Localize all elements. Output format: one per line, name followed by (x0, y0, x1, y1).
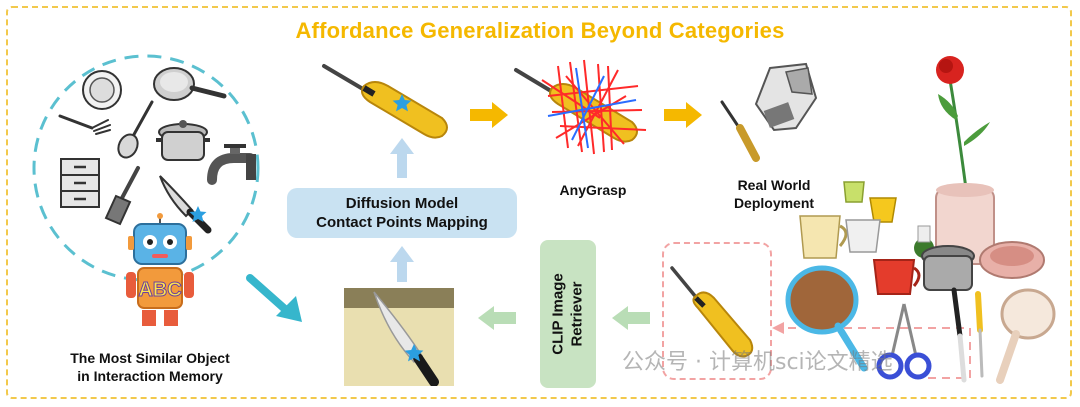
clip-label-line2: Retriever (569, 281, 587, 347)
screwdriver-icon (670, 266, 754, 358)
arrow-icon (390, 138, 414, 178)
deployment-label-line1: Real World (737, 177, 811, 193)
query-object-box (662, 242, 772, 380)
diffusion-label-line2: Contact Points Mapping (316, 214, 488, 231)
arrow-icon (478, 306, 516, 330)
watermark: 公众号 · 计算机sci论文精选 (622, 350, 893, 375)
diffusion-model-box: Diffusion Model Contact Points Mapping (287, 188, 517, 238)
cup-icon (799, 181, 897, 259)
plate-icon (82, 70, 122, 110)
knife-photo (344, 288, 454, 386)
outer-frame (6, 6, 1072, 399)
arrow-icon (246, 274, 302, 322)
spoon-icon (117, 100, 154, 159)
faucet-icon (207, 144, 256, 185)
kettle-icon (872, 259, 921, 295)
kettle-icon (914, 183, 1045, 279)
grasp-lines-icon (514, 59, 647, 155)
scissors-icon (876, 303, 932, 380)
arrow-icon (664, 102, 702, 128)
knife-icon (159, 175, 212, 234)
memory-label: The Most Similar Object in Interaction M… (30, 349, 270, 385)
arrow-icon (470, 102, 508, 128)
pan-icon (996, 288, 1056, 384)
brush-icon (104, 166, 140, 226)
pan-icon (153, 67, 227, 101)
star-icon (392, 94, 412, 112)
arrow-icon (390, 246, 414, 282)
star-icon (404, 344, 424, 362)
swatter-icon (785, 265, 868, 372)
knife-icon (951, 287, 984, 383)
memory-label-line2: in Interaction Memory (77, 368, 223, 384)
cabinet-icon (60, 158, 100, 208)
diffusion-label-line1: Diffusion Model (345, 195, 459, 212)
deployment-label-line2: Deployment (733, 195, 815, 211)
query-connector (772, 322, 971, 379)
robot-icon: ABC (126, 213, 194, 326)
robot-chest-text: ABC (138, 279, 181, 301)
arrow-icon (612, 306, 650, 330)
screwdriver-icon (322, 64, 448, 139)
interaction-memory-circle (32, 54, 260, 282)
star-icon (189, 206, 207, 222)
anygrasp-label: AnyGrasp (559, 182, 627, 198)
pot-icon (156, 120, 210, 161)
pot-icon (921, 245, 975, 291)
clip-retriever-box: CLIP Image Retriever (540, 240, 596, 388)
page-title: Affordance Generalization Beyond Categor… (295, 18, 785, 43)
fork-icon (58, 114, 111, 135)
deployment-label: Real World Deployment (716, 176, 832, 212)
memory-label-line1: The Most Similar Object (70, 350, 230, 366)
gripper-icon (720, 62, 818, 162)
clip-label-line1: CLIP Image (550, 273, 568, 355)
